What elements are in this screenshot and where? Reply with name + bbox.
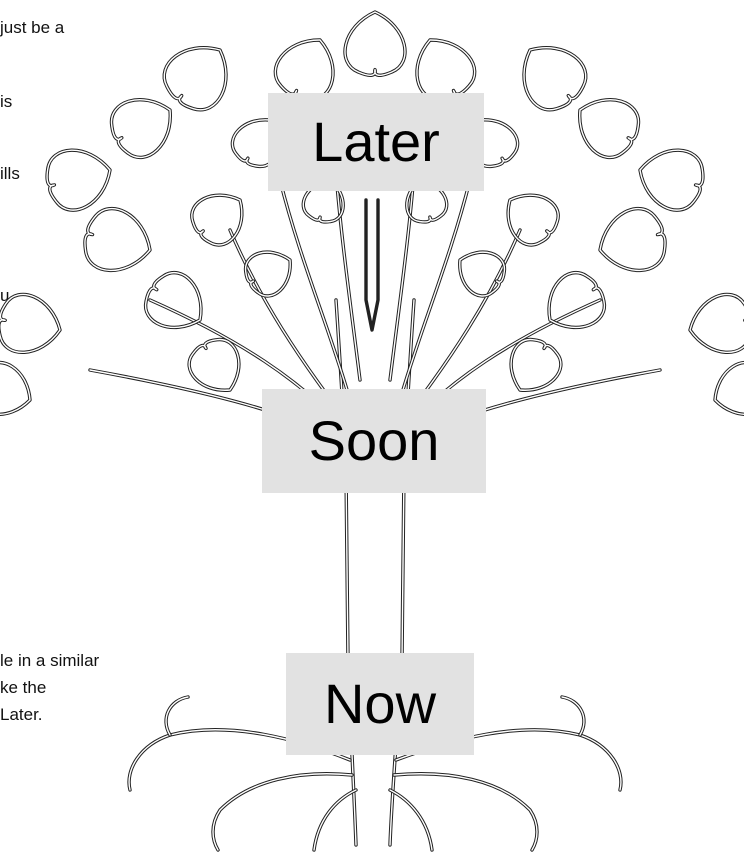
tree-leaves bbox=[0, 12, 744, 414]
label-soon: Soon bbox=[262, 389, 486, 493]
leaf-15 bbox=[715, 363, 744, 415]
root-3 bbox=[314, 790, 356, 850]
root-8 bbox=[562, 697, 584, 735]
label-now: Now bbox=[286, 653, 474, 755]
leaf-13 bbox=[690, 294, 744, 352]
leaf-14 bbox=[0, 363, 30, 415]
leaf-22 bbox=[189, 340, 239, 391]
root-7 bbox=[166, 697, 188, 735]
leaf-1 bbox=[345, 12, 405, 75]
root-6 bbox=[390, 790, 432, 850]
leaf-3 bbox=[417, 40, 475, 99]
leaf-23 bbox=[511, 340, 561, 391]
leaf-6 bbox=[111, 100, 170, 158]
leaf-7 bbox=[580, 100, 639, 158]
label-later: Later bbox=[268, 93, 484, 191]
leaf-12 bbox=[0, 294, 60, 352]
leaf-2 bbox=[275, 40, 333, 99]
